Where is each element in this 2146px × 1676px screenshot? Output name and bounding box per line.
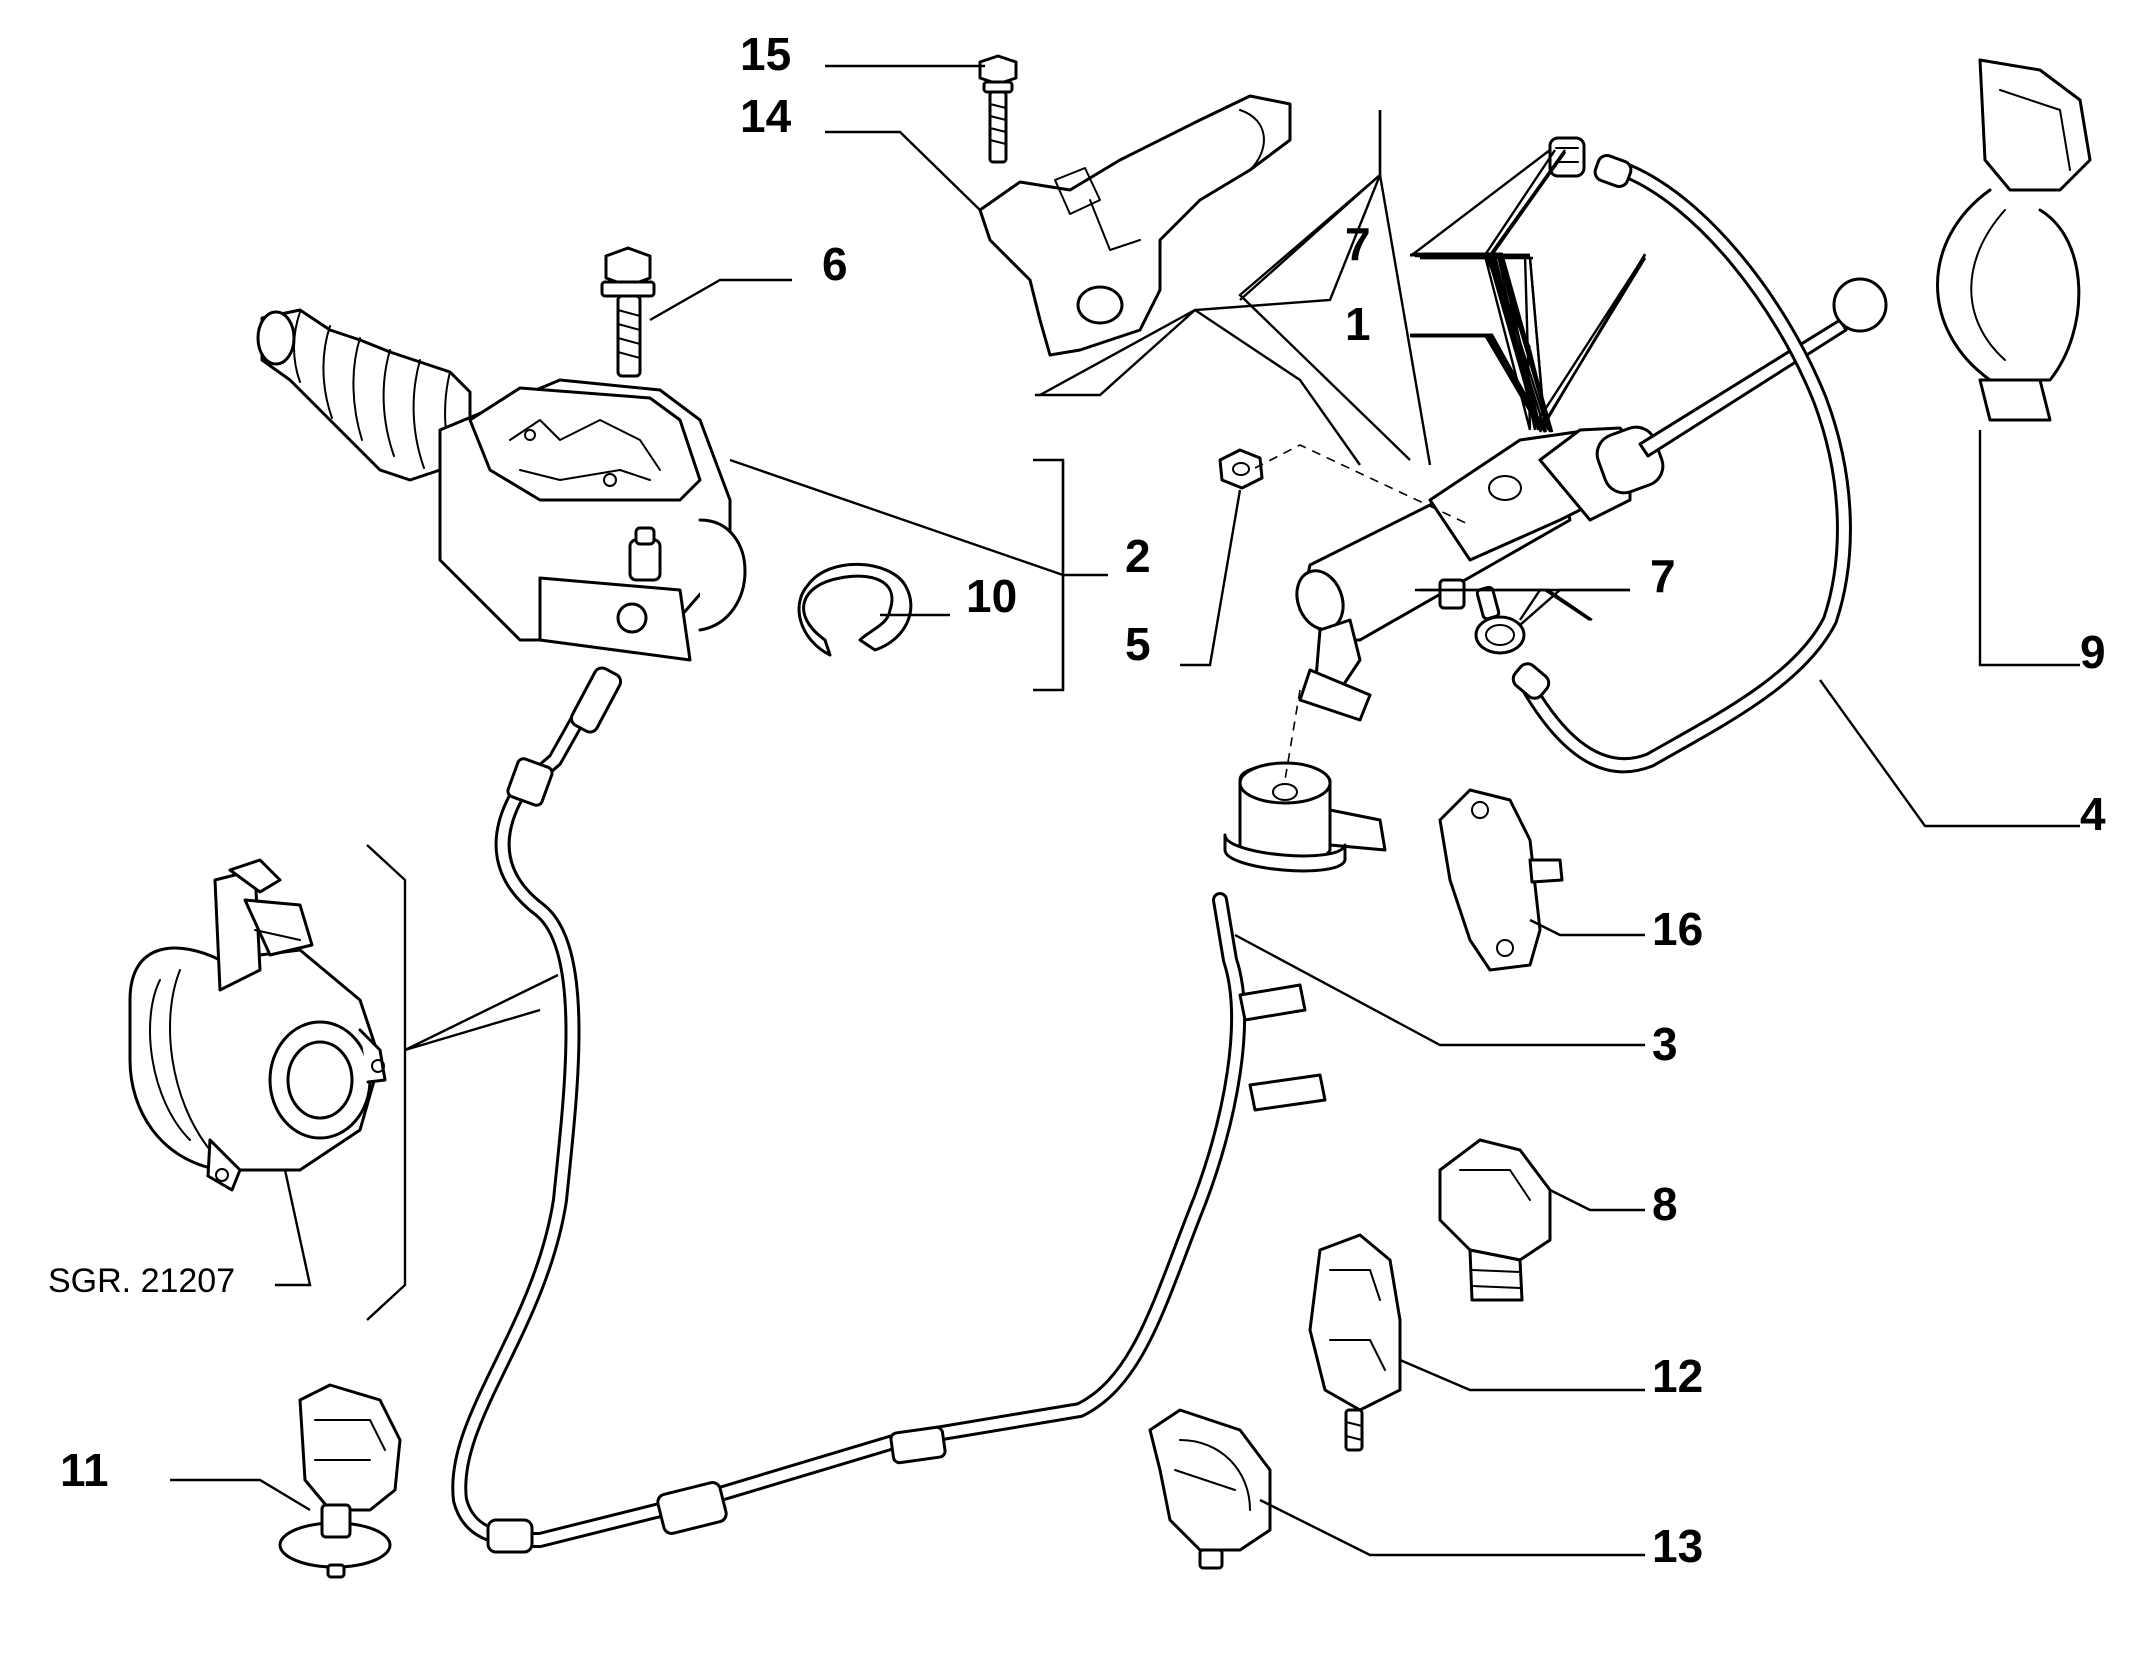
callout-11: 11 [60,1444,109,1496]
callout-7-top: 7 [1345,218,1371,270]
pipe-3 [1223,761,1387,1112]
clip-9 [1936,58,2092,422]
clip-10 [797,562,913,657]
callout-6: 6 [822,238,848,290]
callout-8: 8 [1652,1178,1678,1230]
callout-14: 14 [740,90,792,142]
clip-13 [1148,1408,1272,1570]
callout-13: 13 [1652,1520,1703,1572]
callout-1: 1 [1345,298,1371,350]
callout-7-lower: 7 [1650,550,1676,602]
nut-5 [1218,448,1264,490]
clip-8 [1438,1138,1552,1302]
callout-3: 3 [1652,1018,1678,1070]
callout-12: 12 [1652,1350,1703,1402]
clamp-7-top [1548,136,1586,178]
callout-9: 9 [2080,626,2106,678]
clip-11 [278,1383,402,1579]
assembly-lines [1254,444,1471,781]
group-brackets [366,110,1432,1321]
leader-lines [170,64,2080,1557]
plate-16 [1438,788,1564,972]
clamp-7-lower [1474,615,1526,655]
feed-hose [1511,154,1852,774]
callout-15: 15 [740,28,791,80]
clip-12 [1308,1233,1402,1452]
slave-cylinder [256,308,747,662]
slave-hose [451,666,1246,1554]
callout-16: 16 [1652,903,1703,955]
concentric-slave-cylinder [128,858,387,1192]
callout-10: 10 [966,570,1017,622]
callout-2: 2 [1125,530,1151,582]
bolt-6 [600,246,656,378]
callout-labels: 15 14 6 7 1 2 10 5 7 9 4 16 3 8 12 13 11… [48,28,2106,1572]
bolt-15 [978,54,1018,164]
callout-5: 5 [1125,618,1151,670]
callout-4: 4 [2080,788,2106,840]
bracket-14 [978,94,1292,357]
reference-label: SGR. 21207 [48,1262,235,1300]
